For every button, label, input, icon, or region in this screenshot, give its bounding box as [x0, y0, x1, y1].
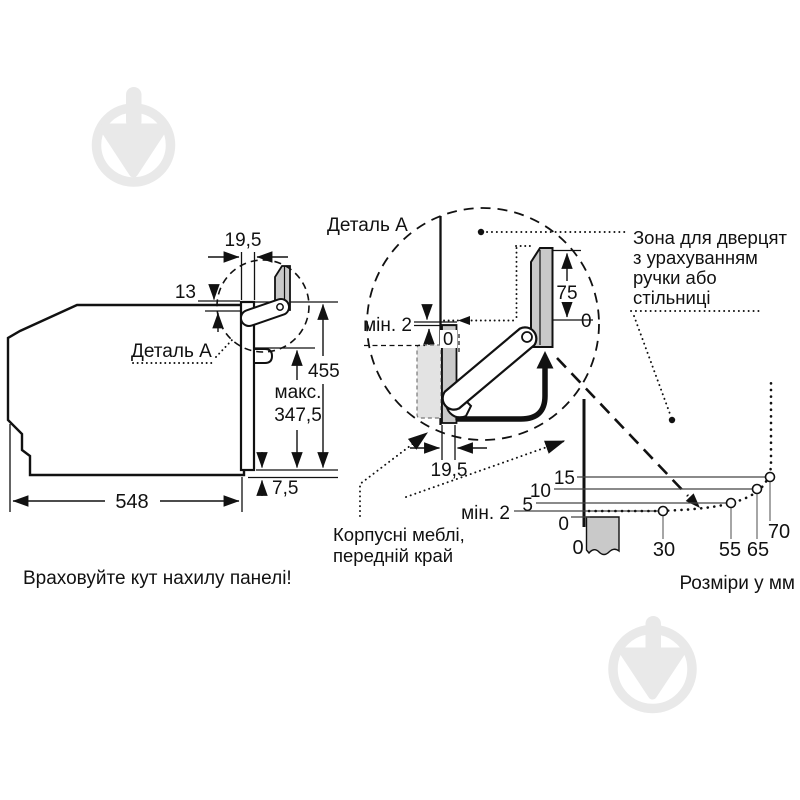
label-backing: [440, 330, 457, 348]
hinge-pivot-side: [276, 303, 284, 311]
chart-point: [725, 497, 737, 509]
label-backing: [555, 283, 579, 302]
dim-min-2-label: мін. 2: [363, 315, 412, 336]
watermark-arrow: [619, 647, 686, 700]
dim-13-label: 13: [175, 282, 196, 303]
furniture-note: передній край: [333, 545, 453, 566]
watermark-stem: [126, 87, 142, 129]
leader-dots: [359, 432, 428, 517]
dim-19-5-top-label: 19,5: [225, 230, 262, 251]
dim-548-label: 548: [115, 491, 148, 513]
detail-a-label: Деталь A: [131, 341, 212, 362]
annotation-leaders: [359, 228, 761, 517]
leader-dots: [405, 440, 566, 498]
chart-y-tick-10: 10: [530, 481, 551, 502]
chart-x-tick-70: 70: [768, 521, 790, 543]
door-trajectory-dashed: [556, 357, 689, 497]
chart-curve: [587, 381, 773, 513]
chart-y-tick-5: 5: [522, 495, 533, 516]
door-zone-note: з урахуванням: [633, 247, 758, 268]
chart-y-tick-min2: мін. 2: [461, 503, 510, 524]
watermark-arrow: [99, 123, 168, 178]
watermark-icon-bottom: [608, 616, 697, 714]
chart-point: [764, 471, 776, 483]
chart-y-tick-15: 15: [554, 468, 575, 489]
detail-a-title: Деталь A: [327, 215, 408, 236]
dim-7-5-label: 7,5: [272, 478, 298, 499]
door-trajectory-arrowhead: [685, 493, 700, 508]
chart-x-tick-0: 0: [572, 537, 583, 559]
watermark-icon-top: [91, 87, 176, 187]
hinge-arm: [441, 326, 538, 411]
leader-bullet: [477, 228, 485, 236]
leader-dots: [633, 315, 671, 415]
oven-front-panel: [239, 300, 256, 472]
chart-x-tick-55: 55: [719, 539, 741, 561]
oven-side-view-labels: 19,5 13 Деталь A 455 макс. 347,5 7,5 548: [115, 230, 339, 513]
leader-bullet: [668, 416, 676, 424]
clearance-chart: [514, 381, 776, 556]
cabinet-panel-recessed-zone: [416, 344, 442, 419]
dim-19-5-panel-label: 19,5: [431, 460, 468, 481]
tilt-warning-note: Враховуйте кут нахилу панелі!: [23, 568, 292, 589]
leader-dots: [215, 339, 233, 358]
oven-body: [6, 303, 246, 477]
dim-0-cabinet-label: 0: [443, 328, 453, 349]
chart-x-tick-30: 30: [653, 539, 675, 561]
door-zone-arrowhead: [458, 316, 470, 325]
chart-point: [657, 505, 669, 517]
chart-x-tick-65: 65: [747, 539, 769, 561]
units-note: Розміри у мм: [679, 573, 795, 594]
dim-0-door-label: 0: [581, 311, 592, 332]
chart-y-tick-0: 0: [558, 514, 569, 535]
oven-side-view: [6, 251, 338, 512]
text-notes: Зона для дверцят з урахуванням ручки або…: [23, 227, 795, 594]
door-swing-arrowhead: [536, 351, 554, 369]
detail-a-labels: Деталь A мін. 2 0 75 0 19,5: [327, 215, 592, 481]
hinge-pivot: [521, 331, 533, 343]
clearance-chart-labels: 15 10 5 мін. 2 0 0 30 55 65 70: [461, 468, 790, 561]
dim-75-label: 75: [556, 283, 577, 304]
chart-point: [751, 483, 763, 495]
dim-max-label: макс.: [275, 382, 322, 403]
detail-a-circle: [366, 207, 600, 441]
worktop-cross-section: [585, 516, 620, 556]
door-zone-note: ручки або: [633, 267, 717, 288]
door-zone-note: Зона для дверцят: [633, 227, 787, 248]
door-swing-arrow: [455, 365, 548, 422]
furniture-note: Корпусні меблі,: [333, 524, 465, 545]
dim-455-label: 455: [308, 361, 340, 382]
dim-347-5-label: 347,5: [274, 405, 322, 426]
detail-a-view: [364, 207, 600, 460]
door-zone-note: стільниці: [633, 287, 711, 308]
